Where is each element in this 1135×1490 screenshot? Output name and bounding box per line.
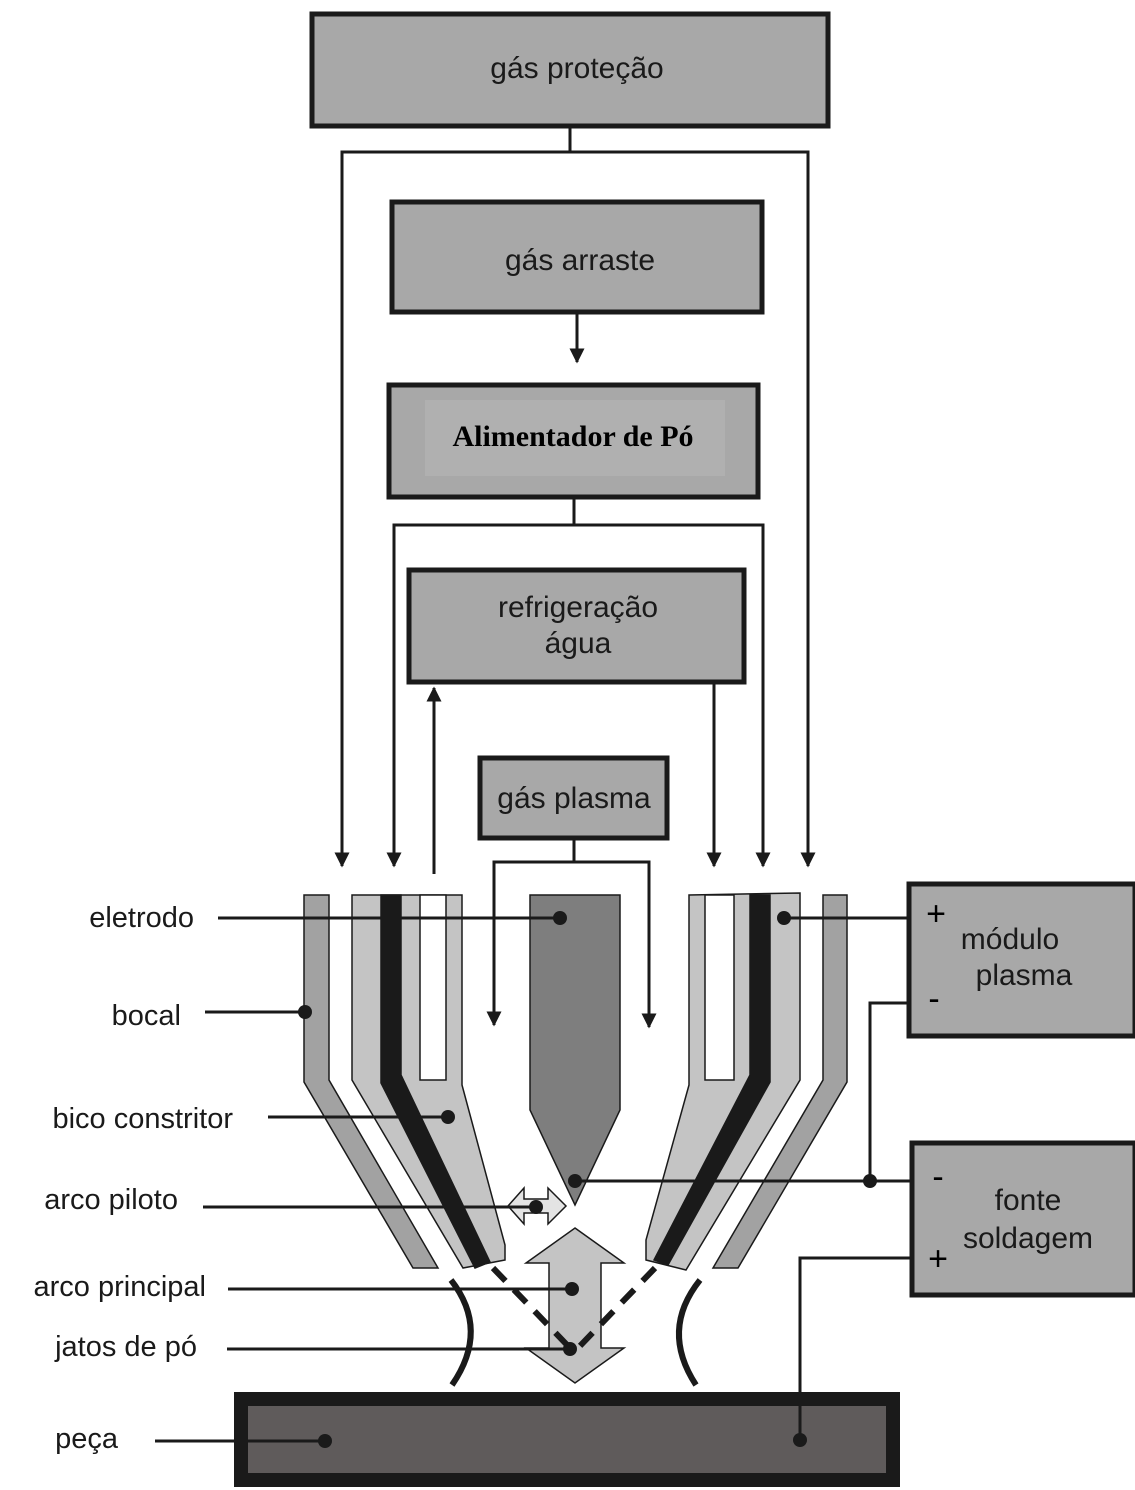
jatos-de-po-label: jatos de pó — [54, 1331, 197, 1363]
modulo-plasma-box: módulo plasma + - — [906, 881, 1135, 1039]
bico-left-channel — [419, 894, 447, 1081]
eletrodo-shape — [529, 894, 621, 1207]
gas-protecao-label: gás proteção — [490, 52, 663, 85]
connection-dots — [777, 911, 877, 1447]
alimentador-left-line — [386, 497, 576, 868]
fonte-positive-wire — [798, 1256, 912, 1440]
protecao-left-line — [334, 126, 572, 868]
jatos-de-po-right — [575, 1265, 658, 1351]
modulo-positive-dot — [777, 911, 791, 925]
gas-arraste-box: gás arraste — [389, 199, 765, 315]
bico-constritor-label: bico constritor — [52, 1103, 233, 1135]
alimentador-label: Alimentador de Pó — [452, 420, 693, 453]
callout-dots — [298, 911, 582, 1448]
peca-workpiece — [234, 1392, 900, 1487]
alimentador-right-line — [574, 523, 771, 868]
eletrodo-label: eletrodo — [89, 902, 194, 934]
protecao-curve-left — [448, 1278, 474, 1387]
flow-lines — [334, 126, 816, 1029]
alimentador-box: Alimentador de Pó — [386, 382, 761, 500]
modulo-label-line1: módulo — [961, 923, 1059, 956]
protecao-curve-right — [676, 1278, 703, 1387]
jatos-de-po-left — [490, 1265, 573, 1351]
bocal-right — [711, 894, 848, 1269]
arco-principal-arrow — [523, 1227, 627, 1384]
bico-left-wall — [380, 894, 492, 1269]
bocal-label: bocal — [112, 1000, 181, 1032]
eletrodo-dot — [553, 911, 567, 925]
arco-principal-dot — [565, 1282, 579, 1296]
bico-dot — [441, 1110, 455, 1124]
electrical-wiring — [575, 916, 912, 1440]
fonte-negative-sign: - — [932, 1158, 943, 1196]
bico-constritor — [351, 892, 801, 1271]
refrigeracao-label-line1: refrigeração — [498, 591, 658, 624]
part-labels: eletrodo bocal bico constritor arco pilo… — [34, 902, 234, 1455]
modulo-positive-sign: + — [926, 895, 946, 933]
modulo-label-line2: plasma — [976, 959, 1073, 992]
fonte-label-line1: fonte — [995, 1184, 1062, 1217]
peca-dot — [318, 1434, 332, 1448]
protecao-right-line — [570, 150, 816, 868]
arco-piloto-label: arco piloto — [44, 1184, 178, 1216]
gas-plasma-box: gás plasma — [477, 755, 670, 841]
modulo-negative-wire — [868, 1001, 909, 1181]
bocal-left — [303, 894, 440, 1269]
arco-piloto-dot — [529, 1200, 543, 1214]
modulo-negative-sign: - — [928, 980, 939, 1018]
gas-arraste-label: gás arraste — [505, 244, 655, 277]
bocal-nozzle — [303, 894, 848, 1269]
bocal-dot — [298, 1005, 312, 1019]
fonte-soldagem-box: fonte soldagem - + — [909, 1140, 1135, 1298]
arc-graphics — [448, 1186, 703, 1387]
jatos-dot — [563, 1342, 577, 1356]
fonte-label-line2: soldagem — [963, 1222, 1093, 1255]
fonte-peca-dot — [793, 1433, 807, 1447]
eletrodo-tip-dot — [568, 1174, 582, 1188]
plasma-left-line — [486, 838, 576, 1027]
fonte-positive-sign: + — [928, 1240, 948, 1278]
bico-right-channel — [704, 894, 735, 1081]
arco-principal-label: arco principal — [34, 1271, 206, 1303]
plasma-right-line — [574, 860, 657, 1029]
gas-plasma-label: gás plasma — [497, 782, 651, 815]
refrigeracao-box: refrigeração água — [406, 567, 747, 685]
refrigeracao-label-line2: água — [545, 627, 612, 660]
pilot-junction-dot — [863, 1174, 877, 1188]
gas-protecao-box: gás proteção — [309, 11, 831, 129]
peca-label: peça — [55, 1423, 119, 1455]
callout-lines — [155, 916, 572, 1443]
bico-right-wall — [652, 894, 771, 1266]
